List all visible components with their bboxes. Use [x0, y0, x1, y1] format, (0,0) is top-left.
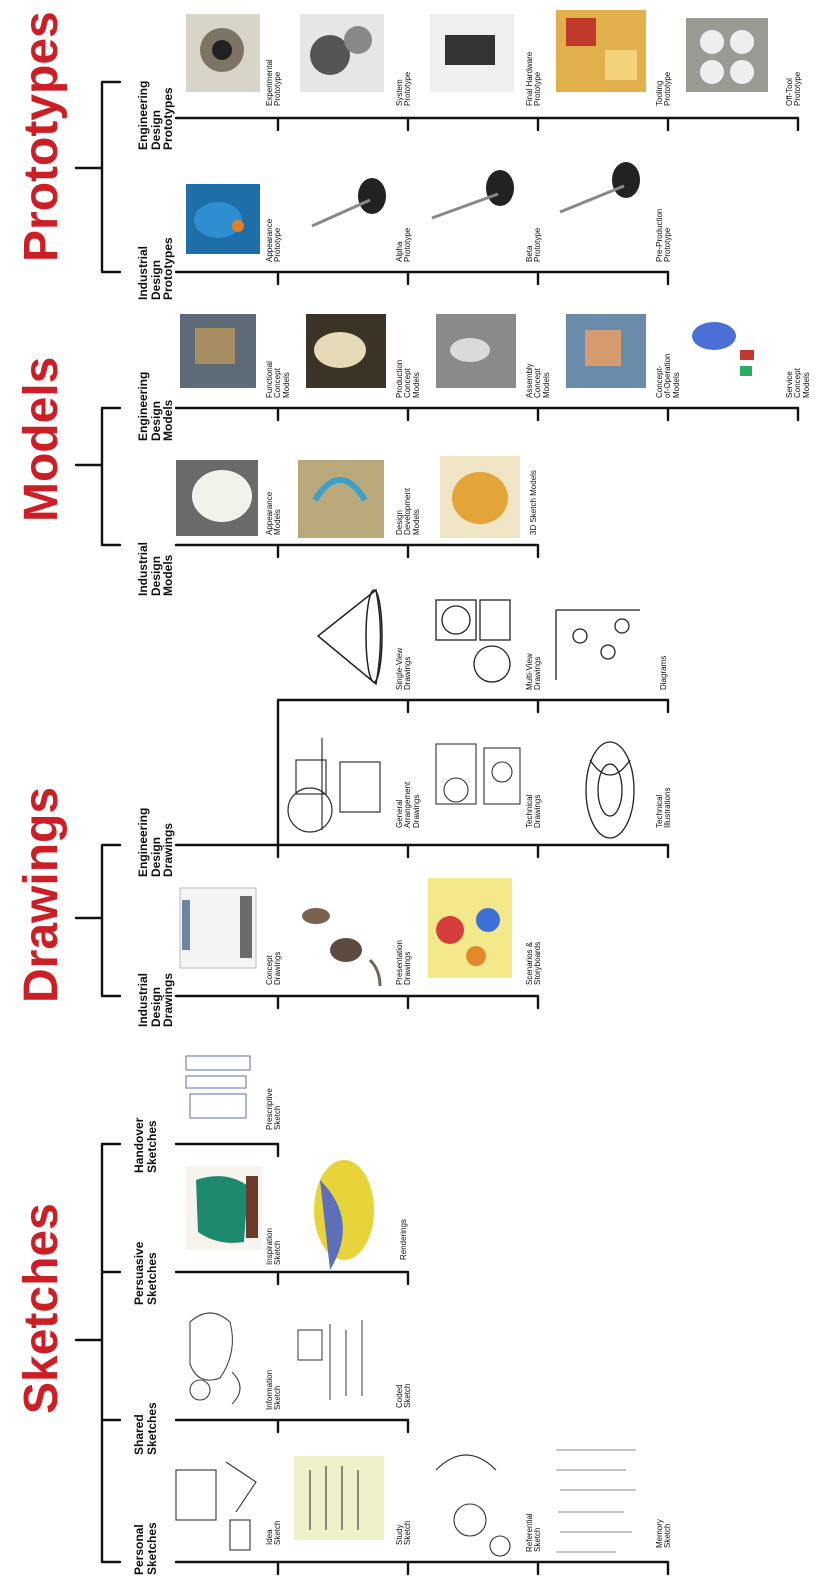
item-label-presentation-drawings: Presentation Drawings — [395, 940, 413, 985]
item-label-technical-drawings: Technical Drawings — [525, 794, 543, 828]
sketches-title: Sketches — [15, 1203, 68, 1414]
group-label-industrial-models: Industrial Design Models — [136, 541, 176, 596]
engineering-drawings-branch — [276, 698, 670, 847]
item-label-assembly-concept-models: Assembly Concept Models — [525, 363, 551, 398]
drawings-title: Drawings — [15, 786, 68, 1003]
engineering-models-line — [174, 406, 800, 422]
item-label-final-hardware-prototype: Final Hardware Prototype — [525, 51, 543, 106]
item-label-3d-sketch-models: 3D Sketch Models — [529, 470, 538, 535]
group-label-engineering-drawings: Engineering Design Drawings — [136, 807, 176, 877]
prototypes-title: Prototypes — [15, 11, 68, 262]
item-label-coded-sketch: Coded Sketch — [395, 1383, 413, 1408]
models-title: Models — [15, 356, 68, 522]
item-label-production-concept-models: Production Concept Models — [395, 359, 421, 398]
item-label-alpha-prototype: Alpha Prototype — [395, 227, 413, 262]
item-label-beta-prototype: Beta Prototype — [525, 227, 543, 262]
item-label-system-prototype: System Prototype — [395, 71, 413, 106]
engineering-drawings-line — [174, 843, 670, 859]
item-label-multi-view-drawings: Multi-View Drawings — [525, 653, 543, 690]
group-label-engineering-models: Engineering Design Models — [136, 371, 176, 441]
item-label-information-sketch: Information Sketch — [265, 1369, 283, 1410]
sketches-bracket — [74, 1142, 122, 1564]
item-label-concept-of-operation-models: Concept- of-Operation Models — [655, 353, 681, 398]
item-label-general-arrangement: General Arrangement Drawings — [395, 781, 421, 828]
industrial-prototypes-line — [174, 270, 670, 286]
item-label-appearance-prototype: Appearance Prototype — [265, 218, 283, 262]
models-bracket — [74, 406, 122, 547]
group-label-personal-sketches: Personal Sketches — [132, 1522, 159, 1575]
item-label-diagrams: Diagrams — [659, 655, 668, 690]
item-label-tooling-prototype: Tooling Prototype — [655, 71, 673, 106]
item-label-scenarios-storyboards: Scenarios & Storyboards — [525, 941, 543, 985]
item-label-inspiration-sketch: Inspiration Sketch — [265, 1228, 283, 1265]
item-label-off-tool-prototype: Off-Tool Prototype — [785, 71, 803, 106]
group-label-engineering-prototypes: Engineering Design Prototypes — [136, 80, 176, 150]
engineering-prototypes-line — [174, 116, 800, 132]
group-label-shared-sketches: Shared Sketches — [132, 1402, 159, 1455]
group-label-industrial-prototypes: Industrial Design Prototypes — [136, 237, 176, 300]
item-label-service-concept-models: Service Concept Models — [785, 368, 811, 398]
drawings-bracket — [74, 843, 122, 998]
item-label-functional-concept-models: Functional Concept Models — [265, 361, 291, 398]
personal-sketches-line — [174, 1560, 670, 1576]
industrial-models-line — [174, 543, 540, 559]
item-label-experimental-prototype: Experimental Prototype — [265, 59, 283, 106]
industrial-drawings-line — [174, 994, 540, 1010]
group-label-persuasive-sketches: Persuasive Sketches — [132, 1241, 159, 1305]
item-label-single-view-drawings: Single-View Drawings — [395, 647, 413, 690]
shared-sketches-line — [174, 1418, 410, 1434]
item-label-study-sketch: Study Sketch — [395, 1520, 413, 1545]
item-label-pre-production-prototype: Pre-Production Prototype — [655, 208, 673, 262]
item-label-renderings: Renderings — [399, 1219, 408, 1260]
persuasive-sketches-line — [174, 1270, 410, 1286]
item-label-referential-sketch: Referential Sketch — [525, 1513, 543, 1552]
group-label-industrial-drawings: Industrial Design Drawings — [136, 972, 176, 1027]
item-label-design-development-models: Design Development Models — [395, 487, 421, 535]
item-label-memory-sketch: Memory Sketch — [655, 1519, 673, 1548]
item-label-idea-sketch: Idea Sketch — [265, 1520, 283, 1545]
handover-sketches-line — [174, 1142, 280, 1158]
prototypes-bracket — [74, 80, 122, 274]
item-label-appearance-models: Appearance Models — [265, 491, 283, 535]
item-label-concept-drawings: Concept Drawings — [265, 951, 283, 985]
item-label-technical-illustrations: Technical Illustrations — [655, 787, 673, 828]
group-label-handover-sketches: Handover Sketches — [132, 1117, 159, 1173]
item-label-prescriptive-sketch: Prescriptive Sketch — [265, 1088, 283, 1130]
